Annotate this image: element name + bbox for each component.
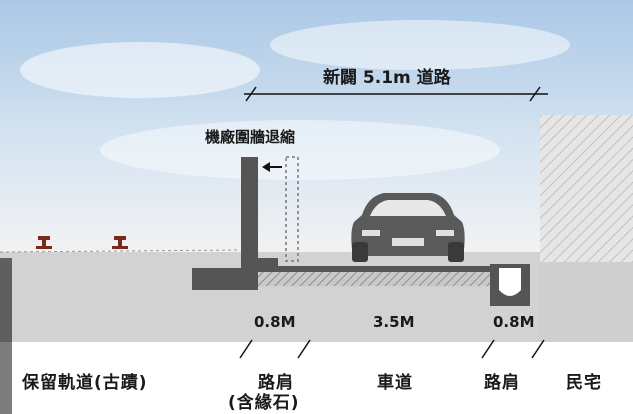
boundary-wall	[241, 157, 258, 269]
car	[351, 193, 465, 262]
road-width-label: 新闢 5.1m 道路	[323, 68, 451, 88]
dimension-carriageway: 3.5M	[373, 313, 415, 331]
road-base-hatch	[258, 272, 493, 286]
carriageway-label: 車道	[377, 373, 413, 393]
original-wall-outline	[285, 156, 299, 262]
ground-left-texture-lower	[0, 258, 12, 414]
residence-ground	[538, 262, 633, 342]
bottom-dimension-ticks	[239, 339, 545, 359]
shoulder-left-note: (含緣石)	[228, 393, 300, 413]
cloud	[100, 120, 500, 180]
dimension-shoulder-left: 0.8M	[254, 313, 296, 331]
cloud	[270, 20, 570, 70]
white-base	[0, 342, 633, 414]
wall-setback-label: 機廠圍牆退縮	[205, 128, 296, 146]
dimension-shoulder-right: 0.8M	[493, 313, 535, 331]
road-surface	[258, 266, 493, 272]
residence-label: 民宅	[566, 373, 602, 393]
cloud	[20, 42, 260, 98]
ground-line	[0, 249, 241, 253]
road-width-tick-right	[529, 86, 541, 102]
rail-right	[112, 236, 128, 249]
shoulder-left-label: 路肩	[258, 373, 294, 393]
rail-left	[36, 236, 52, 249]
shoulder-right-label: 路肩	[484, 373, 520, 393]
road-width-tick-left	[245, 86, 257, 102]
preserved-track-label: 保留軌道(古蹟)	[22, 373, 148, 393]
setback-arrowhead	[262, 162, 270, 172]
wall-footing	[192, 268, 258, 290]
drain-channel	[499, 268, 521, 296]
